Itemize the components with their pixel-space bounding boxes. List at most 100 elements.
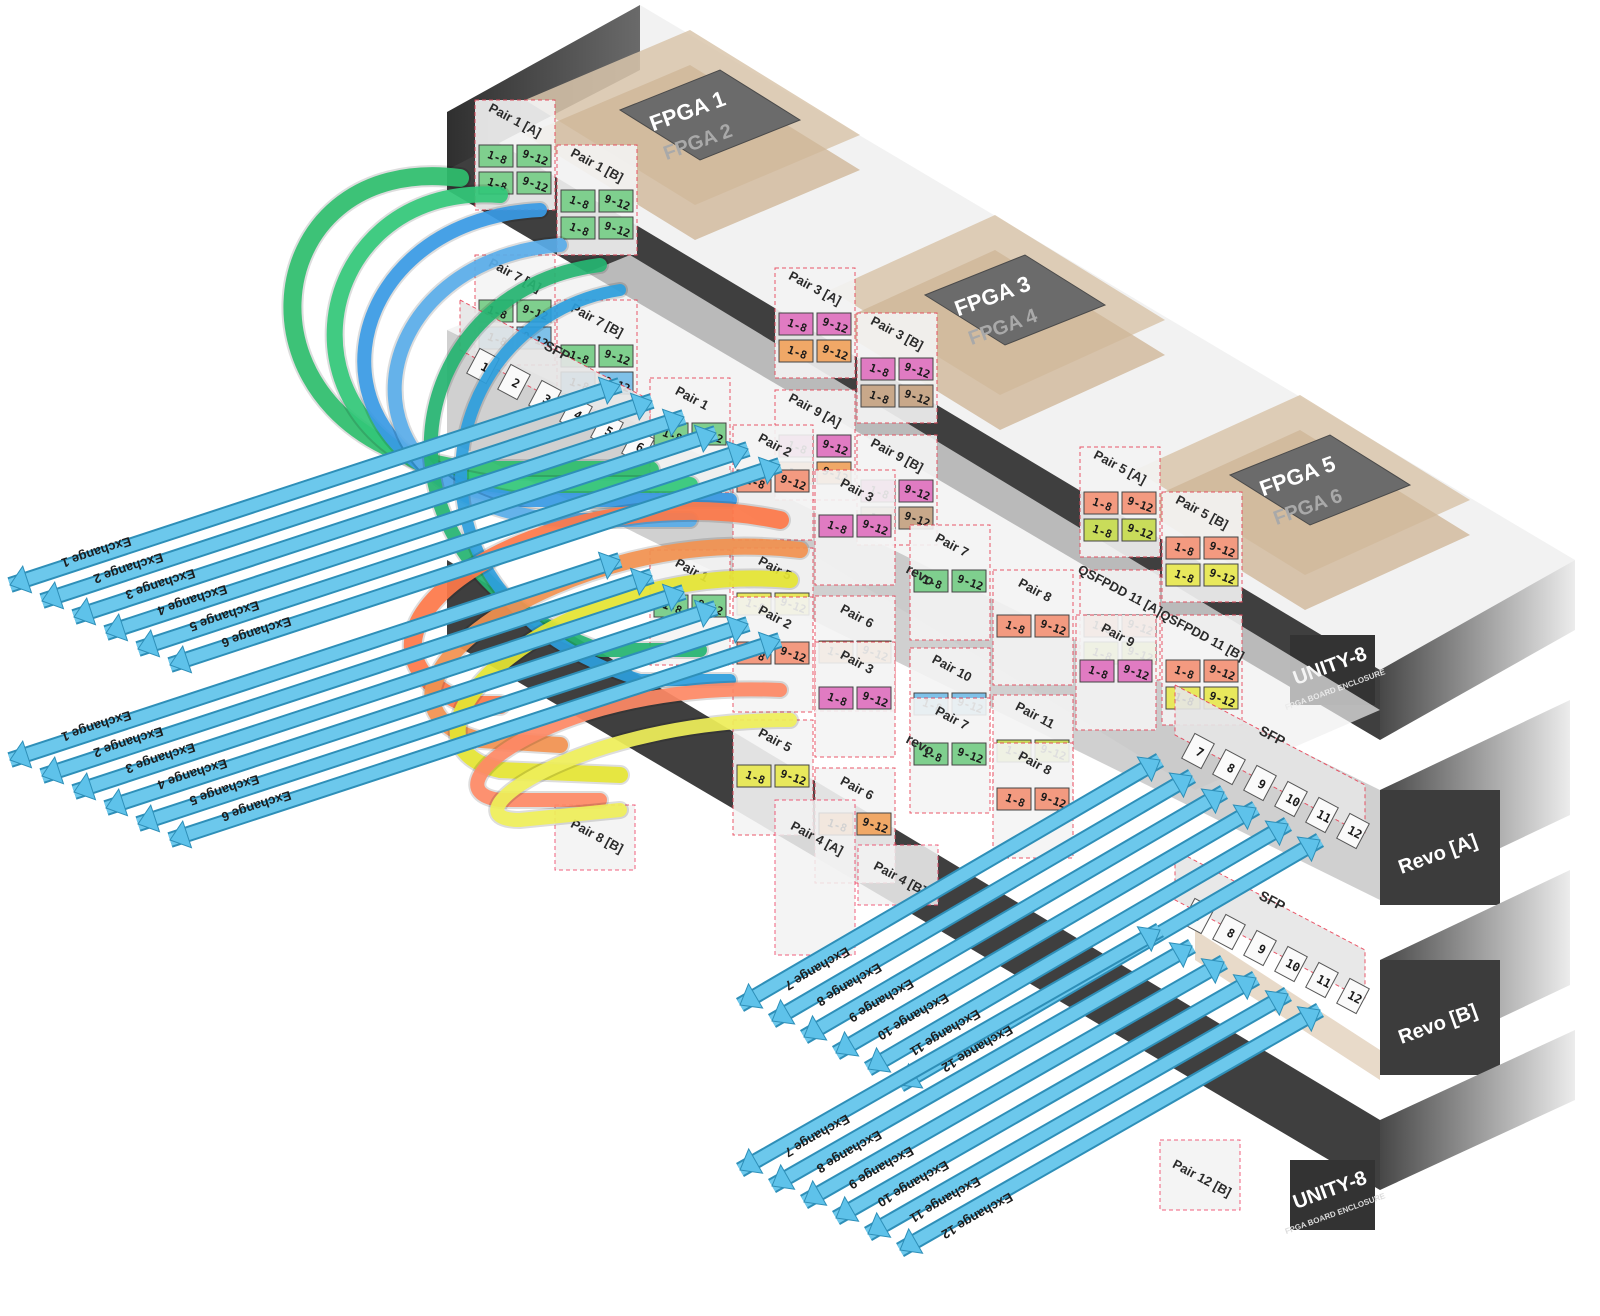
sfp-port[interactable] <box>1274 945 1308 983</box>
port-chip <box>560 189 596 213</box>
port-chip <box>996 614 1032 638</box>
port-chip <box>1121 491 1157 515</box>
revo-b-rack: Revo [B] <box>1195 870 1570 1080</box>
exchange-arrow: Exchange 4 <box>103 424 719 642</box>
sfp-port-number: 10 <box>1283 956 1302 975</box>
port-chip <box>898 479 934 503</box>
port-chip <box>816 434 852 458</box>
port-chip <box>736 764 772 788</box>
sfp-port[interactable] <box>1336 977 1370 1015</box>
port-range-low: 1-8 <box>486 148 509 167</box>
sfp-port[interactable] <box>1243 764 1277 802</box>
port-chip <box>1165 659 1201 683</box>
port-chip <box>913 742 949 766</box>
sfp-port-number: 10 <box>1283 791 1302 810</box>
port-range-low: 1-8 <box>1091 495 1114 514</box>
port-chip <box>1034 787 1070 811</box>
port-chip <box>860 384 896 408</box>
fpga-board-5: FPGA 5 FPGA 6 <box>1135 395 1470 610</box>
revo-pair-panel: Pair 21-89-12 <box>732 596 814 713</box>
sfp-port[interactable] <box>1274 780 1308 818</box>
port-chip <box>856 812 892 836</box>
sfp-port[interactable] <box>1305 961 1339 999</box>
port-range-low: 1-8 <box>1173 567 1196 586</box>
port-chip <box>1203 659 1239 683</box>
port-range-low: 1-8 <box>1091 522 1114 541</box>
sfp-port-number: 11 <box>1314 972 1333 991</box>
port-chip <box>898 384 934 408</box>
port-chip <box>598 189 634 213</box>
port-chip <box>898 357 934 381</box>
port-chip <box>1117 659 1153 683</box>
sfp-port[interactable] <box>1181 732 1215 770</box>
port-chip <box>818 514 854 538</box>
sfp-port[interactable] <box>1305 796 1339 834</box>
port-range-low: 1-8 <box>868 388 891 407</box>
port-chip <box>951 742 987 766</box>
port-range-low: 1-8 <box>568 193 591 212</box>
port-chip <box>856 686 892 710</box>
port-chip <box>478 144 514 168</box>
port-chip <box>598 344 634 368</box>
port-chip <box>774 641 810 665</box>
port-chip <box>516 144 552 168</box>
sfp-port[interactable] <box>1212 913 1246 951</box>
port-chip <box>816 312 852 336</box>
port-chip <box>774 764 810 788</box>
sfp-port[interactable] <box>1243 929 1277 967</box>
port-range-low: 1-8 <box>826 690 849 709</box>
link-arrow <box>447 568 800 785</box>
port-range-low: 1-8 <box>1004 618 1027 637</box>
port-chip <box>860 357 896 381</box>
port-range-low: 1-8 <box>921 746 944 765</box>
port-range-low: 1-8 <box>826 518 849 537</box>
port-chip <box>598 216 634 240</box>
port-chip <box>1083 518 1119 542</box>
fpga-board-1: FPGA 1 FPGA 2 <box>525 30 860 240</box>
port-range-low: 1-8 <box>1173 540 1196 559</box>
port-range-low: 1-8 <box>1173 663 1196 682</box>
port-chip <box>1203 536 1239 560</box>
port-range-low: 1-8 <box>744 768 767 787</box>
sfp-port-number: 11 <box>1314 807 1333 826</box>
port-chip <box>774 469 810 493</box>
sfp-port[interactable] <box>1212 748 1246 786</box>
port-chip <box>951 569 987 593</box>
port-range-low: 1-8 <box>568 220 591 239</box>
port-chip <box>1083 491 1119 515</box>
link-arrow <box>488 711 799 830</box>
exchange-arrow: Exchange 8 <box>767 769 1197 1028</box>
port-chip <box>818 686 854 710</box>
port-chip <box>1079 659 1115 683</box>
port-chip <box>1203 563 1239 587</box>
link-arrow <box>468 680 789 809</box>
port-chip <box>1034 614 1070 638</box>
sfp-port[interactable] <box>497 363 531 401</box>
link-arrow <box>453 282 738 688</box>
port-chip <box>913 569 949 593</box>
port-chip <box>560 216 596 240</box>
exchange-arrow: Exchange 2 <box>39 392 655 610</box>
port-range-low: 1-8 <box>1004 791 1027 810</box>
sfp-port-number: 12 <box>1345 823 1364 842</box>
sfp-port[interactable] <box>1336 812 1370 850</box>
port-chip <box>816 339 852 363</box>
fpga-board-3: FPGA 3 FPGA 4 <box>830 215 1165 430</box>
exchange-arrow: Exchange 12 <box>896 1003 1324 1257</box>
port-range-low: 1-8 <box>786 343 809 362</box>
sfp-port-number: 12 <box>1345 988 1364 1007</box>
port-chip <box>1165 563 1201 587</box>
port-chip <box>778 312 814 336</box>
